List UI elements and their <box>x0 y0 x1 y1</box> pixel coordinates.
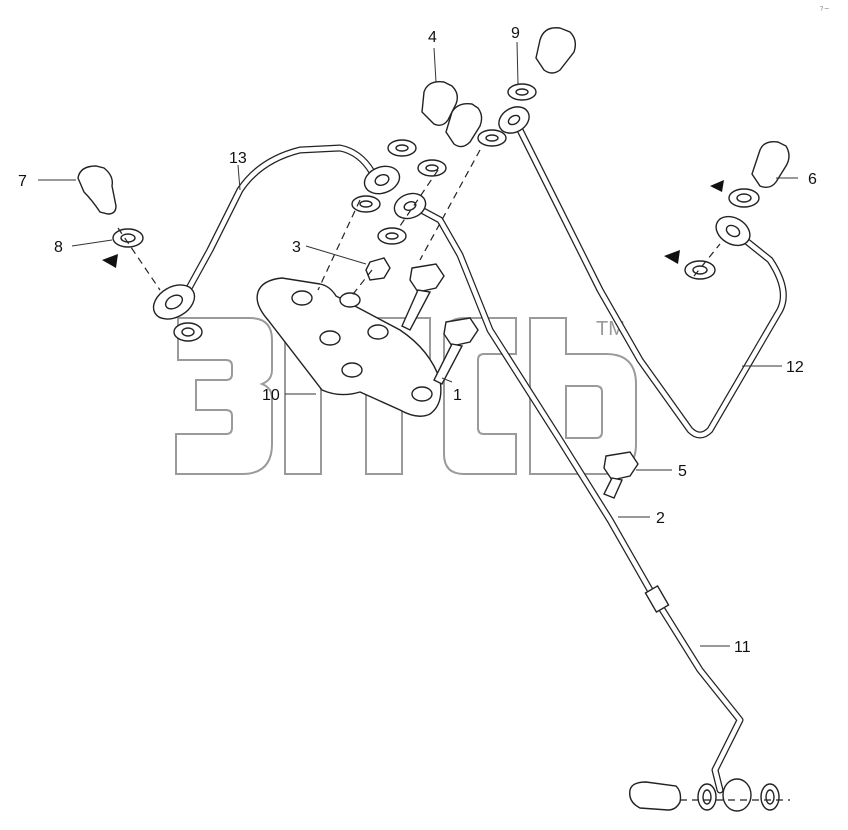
banjo-bolt-7 <box>77 165 117 215</box>
callout-7: 7 <box>18 173 27 190</box>
banjo-bolt-6 <box>751 140 790 189</box>
callout-5: 5 <box>678 463 687 480</box>
banjo-bolt-9 <box>535 27 577 74</box>
bracket-10 <box>256 277 442 417</box>
callout-9: 9 <box>511 25 520 42</box>
callout-3: 3 <box>292 239 301 256</box>
callout-6: 6 <box>808 171 817 188</box>
callout-10: 10 <box>262 387 280 404</box>
markers <box>102 180 724 268</box>
banjo-bolt-4 <box>421 81 459 127</box>
bolt-1 <box>433 317 479 385</box>
bolt-upper <box>401 263 445 331</box>
pipe-11 <box>393 192 752 812</box>
banjo-bolt-bottom <box>629 781 682 811</box>
pipe-12 <box>498 106 787 439</box>
callout-2: 2 <box>656 510 665 527</box>
callout-11: 11 <box>734 639 751 656</box>
leader-lines <box>38 41 798 647</box>
washers <box>112 83 780 811</box>
callout-13: 13 <box>229 150 247 167</box>
callout-labels: 7 8 13 3 4 9 6 1 10 12 5 2 11 <box>18 25 817 656</box>
callout-8: 8 <box>54 239 63 256</box>
nut-3 <box>365 257 391 281</box>
callout-4: 4 <box>428 29 437 46</box>
bolt-5 <box>603 451 639 499</box>
pipe-13 <box>152 144 401 320</box>
callout-12: 12 <box>786 359 804 376</box>
corner-mark: ⁊ ─ <box>820 6 830 12</box>
banjo-bolt-4b <box>445 102 483 148</box>
assembly-lines <box>117 149 790 801</box>
callout-1: 1 <box>453 387 462 404</box>
